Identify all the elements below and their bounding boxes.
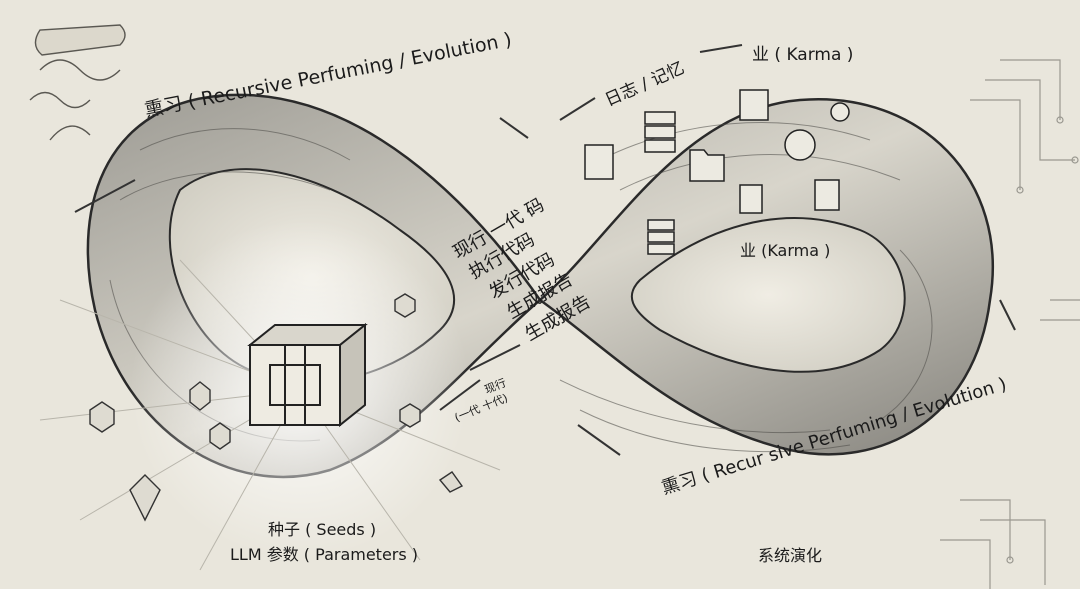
llm-params-label: LLM 参数 ( Parameters )	[230, 541, 430, 565]
seeds-label: 种子 ( Seeds )	[268, 516, 388, 540]
karma-label-top: 业 ( Karma )	[752, 40, 853, 65]
system-evolution-label: 系统演化	[758, 542, 822, 566]
seed-cube	[250, 325, 365, 425]
karma-label-middle: 业 (Karma )	[740, 237, 830, 261]
